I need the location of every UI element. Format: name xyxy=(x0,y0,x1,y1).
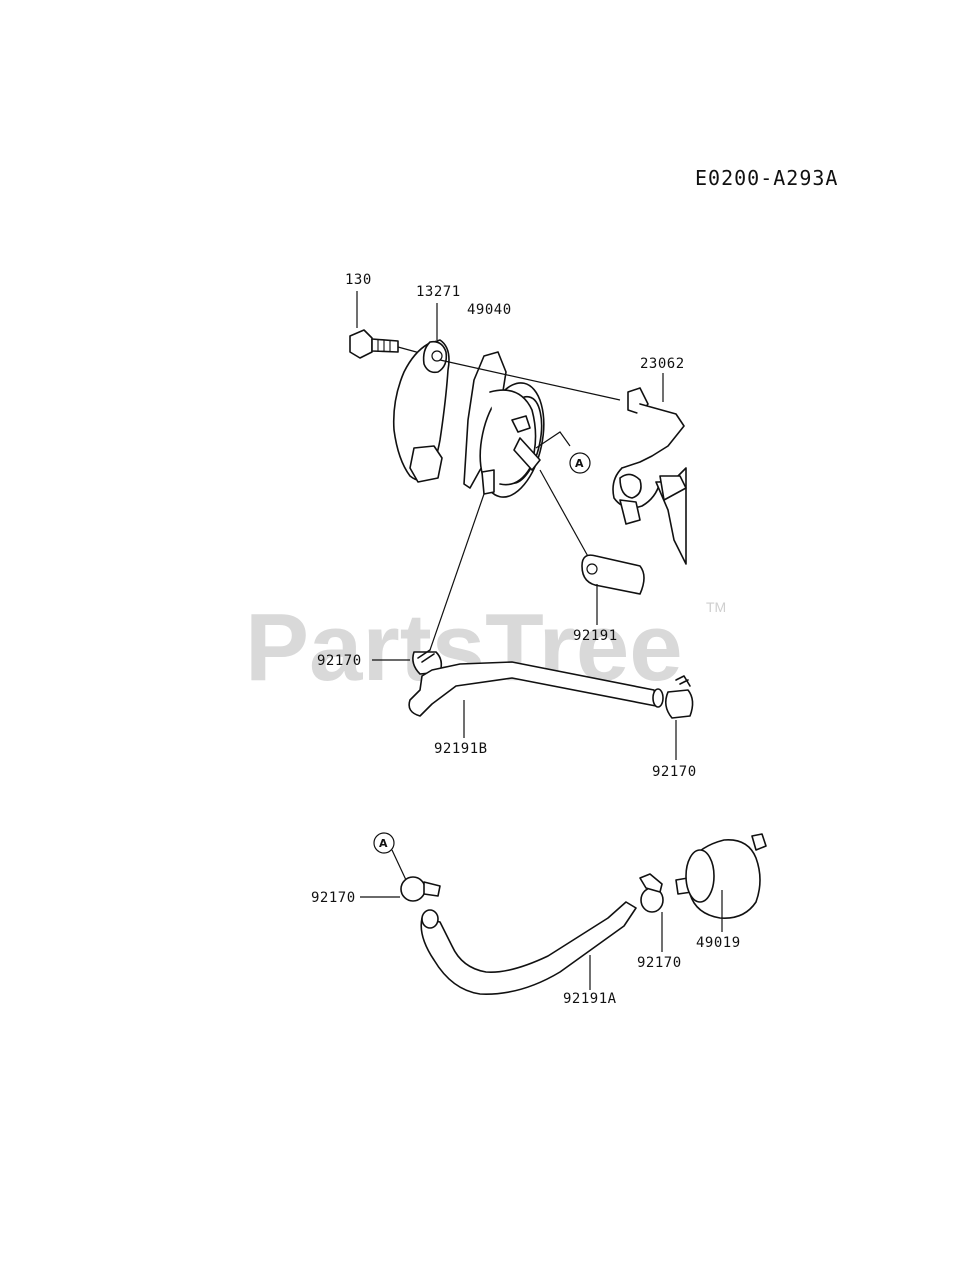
svg-text:A: A xyxy=(379,837,388,850)
trademark-mark: TM xyxy=(706,599,726,615)
fuel-filter-49019[interactable] xyxy=(675,833,767,919)
fuel-pump-49040[interactable] xyxy=(463,351,571,503)
label-13271: 13271 xyxy=(416,284,461,300)
label-23062: 23062 xyxy=(640,356,685,372)
label-92191b: 92191B xyxy=(434,741,488,757)
label-92191a: 92191A xyxy=(563,991,617,1007)
hose-92191a[interactable] xyxy=(420,901,637,995)
bracket-23062[interactable] xyxy=(612,387,687,565)
label-92191: 92191 xyxy=(573,628,618,644)
label-49019: 49019 xyxy=(696,935,741,951)
diagram-code: E0200-A293A xyxy=(695,166,838,190)
label-92170-d: 92170 xyxy=(637,955,682,971)
clamp-92170-d[interactable] xyxy=(639,873,664,913)
label-49040: 49040 xyxy=(467,302,512,318)
ref-marker-a-lower: A xyxy=(373,832,395,854)
label-92170-c: 92170 xyxy=(311,890,356,906)
ref-marker-a-upper: A xyxy=(569,452,591,474)
clamp-92170-c[interactable] xyxy=(400,876,441,902)
clamp-92170-b[interactable] xyxy=(664,675,694,719)
svg-text:A: A xyxy=(575,457,584,470)
label-130: 130 xyxy=(345,272,372,288)
hose-92191[interactable] xyxy=(581,554,645,595)
bolt-130[interactable] xyxy=(349,329,421,359)
hose-92191b[interactable] xyxy=(408,661,664,717)
label-92170-a: 92170 xyxy=(317,653,362,669)
clamp-92170-a[interactable] xyxy=(412,649,443,675)
gasket-13271[interactable] xyxy=(392,339,450,483)
label-92170-b: 92170 xyxy=(652,764,697,780)
